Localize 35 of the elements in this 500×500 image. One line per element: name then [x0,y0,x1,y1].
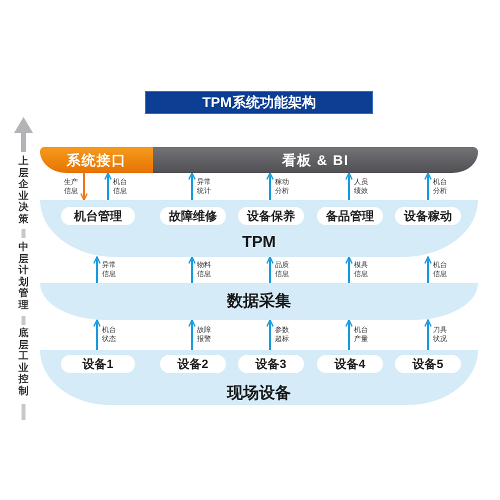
arrow [93,319,101,350]
arrow [188,319,196,350]
arrow [188,172,196,200]
layer-band: 数据采集 [40,283,478,320]
device-tag: 设备1 [61,355,135,373]
arrow [93,256,101,283]
arrow [424,172,432,200]
arrow [188,256,196,283]
arrow [104,172,112,200]
level-label: 上层企业决策 [18,156,29,226]
arrow [345,319,353,350]
layer-title: 现场设备 [226,384,292,404]
header-bar: 看板 & BI [153,147,478,173]
module-tag: 设备稼动 [395,207,461,225]
device-tag: 设备5 [395,355,461,373]
device-tag: 设备2 [160,355,226,373]
layer-title: TPM [241,234,277,252]
module-tag: 备品管理 [317,207,383,225]
module-tag: 设备保养 [238,207,304,225]
arrow [424,319,432,350]
arrow [345,172,353,200]
arrow [345,256,353,283]
header-bar: 系统接口 [40,147,153,173]
arrow [80,173,88,201]
arrow [266,172,274,200]
arrow [266,319,274,350]
device-tag: 设备4 [317,355,383,373]
diagram-title: TPM系统功能架构 [145,91,373,114]
arrow [424,256,432,283]
module-tag: 故障维修 [160,207,226,225]
level-label: 底层工业控制 [18,328,29,398]
module-tag: 机台管理 [61,207,135,225]
arrow [266,256,274,283]
level-label: 中层计划管理 [18,242,29,312]
device-tag: 设备3 [238,355,304,373]
